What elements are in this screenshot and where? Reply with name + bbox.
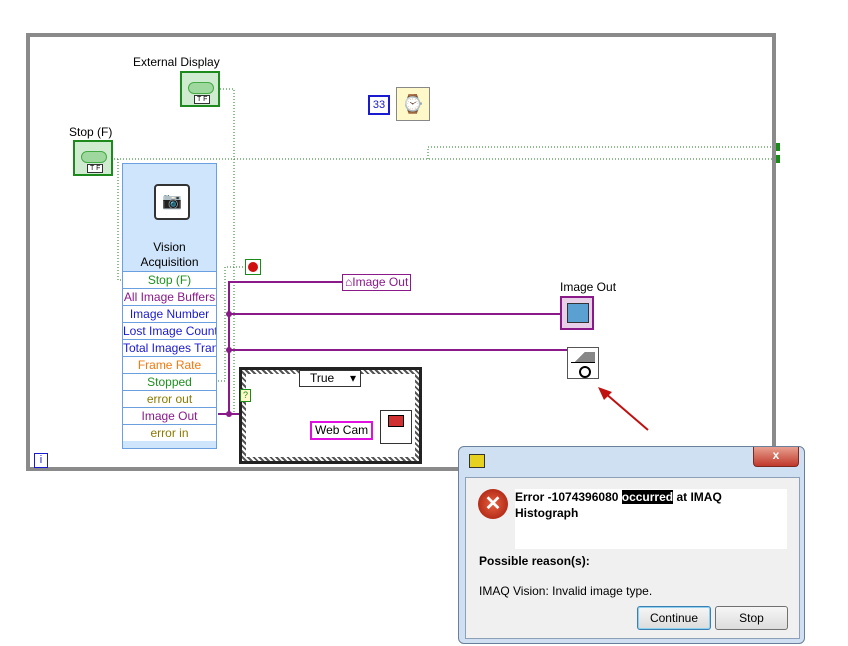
labview-vi-icon [469, 454, 485, 468]
vision-acquisition-title: Vision Acquisition [140, 240, 199, 269]
image-out-local-variable[interactable]: ⌂Image Out [342, 274, 412, 291]
error-icon: ✕ [478, 489, 508, 519]
stop-button[interactable]: Stop [715, 606, 788, 630]
error-dialog: x ✕ Error -1074396080 occurred at IMAQ H… [458, 446, 805, 644]
vision-acquisition-express-vi[interactable]: 📷 Vision Acquisition Stop (F)All Image B… [122, 163, 217, 449]
terminal-row[interactable]: All Image Buffers [123, 288, 216, 305]
iteration-terminal: i [34, 453, 48, 468]
case-structure[interactable]: True▾ ? Web Cam [239, 367, 422, 464]
while-loop[interactable] [26, 33, 776, 471]
possible-reasons-heading: Possible reason(s): [479, 554, 590, 568]
image-out-indicator-label: Image Out [560, 280, 617, 294]
wait-timer-icon[interactable]: ⌚ [396, 87, 430, 121]
case-selector-terminal: ? [240, 389, 251, 402]
stop-control[interactable]: T F [73, 140, 113, 176]
continue-button[interactable]: Continue [637, 606, 711, 630]
terminal-row[interactable]: Total Images Transferred [123, 339, 216, 356]
terminal-row[interactable]: Frame Rate [123, 356, 216, 373]
imaq-histograph-icon[interactable] [567, 347, 599, 379]
web-cam-constant[interactable]: Web Cam [310, 421, 374, 440]
terminal-row[interactable]: error in [123, 424, 216, 441]
image-display-icon[interactable] [560, 296, 594, 330]
terminal-row[interactable]: Stopped [123, 373, 216, 390]
stop-label: Stop (F) [69, 125, 113, 139]
terminal-row[interactable]: Image Number [123, 305, 216, 322]
case-selector[interactable]: True▾ [299, 370, 361, 387]
terminal-row[interactable]: Stop (F) [123, 271, 216, 288]
external-display-label: External Display [133, 55, 220, 69]
terminal-row[interactable]: error out [123, 390, 216, 407]
constant-33[interactable]: 33 [368, 95, 390, 115]
terminal-row[interactable]: Lost Image Count [123, 322, 216, 339]
external-display-control[interactable]: T F [180, 71, 220, 107]
close-button[interactable]: x [753, 447, 799, 467]
terminal-row[interactable]: Image Out [123, 407, 216, 424]
camera-network-icon: 📷 [154, 184, 190, 220]
stop-indicator[interactable] [245, 259, 261, 275]
image-out-local-label: Image Out [352, 275, 409, 289]
reason-text: IMAQ Vision: Invalid image type. [479, 584, 653, 598]
imaq-dispose-icon[interactable] [380, 410, 412, 444]
error-message[interactable]: Error -1074396080 occurred at IMAQ Histo… [515, 489, 787, 549]
chevron-down-icon: ▾ [349, 371, 356, 385]
